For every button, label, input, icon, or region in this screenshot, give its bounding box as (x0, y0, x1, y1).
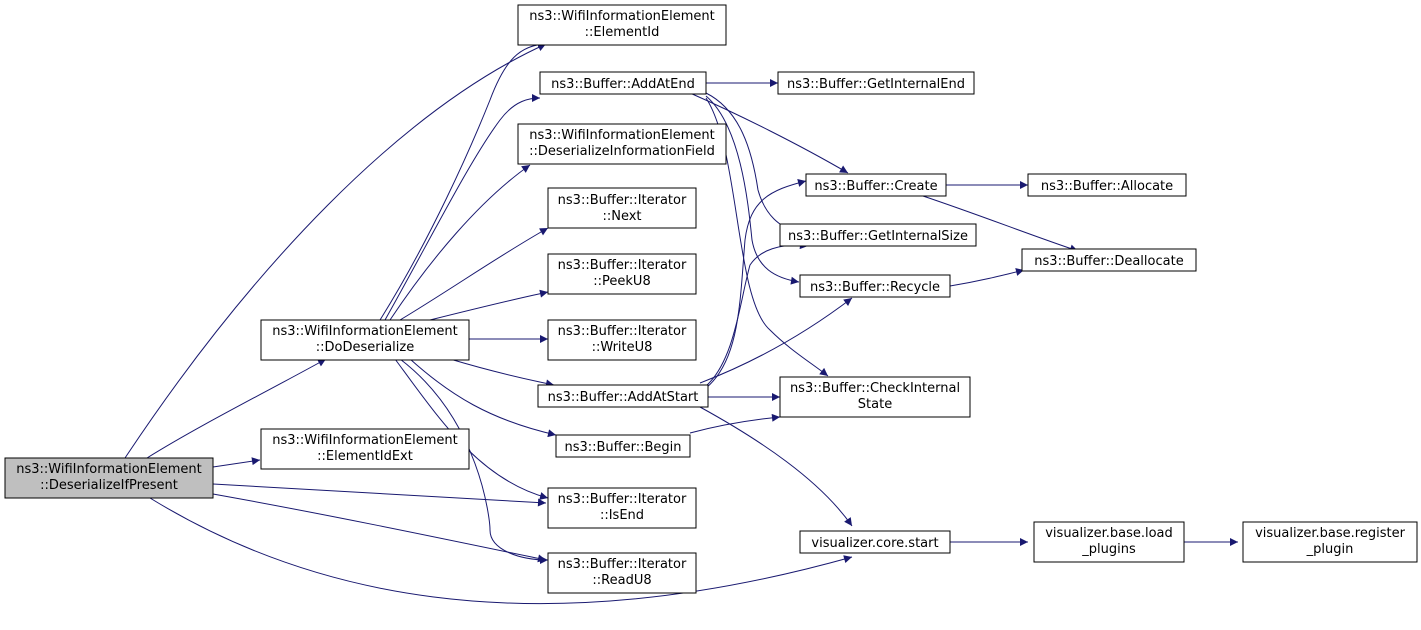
node-buffer-check-internal-state[interactable]: ns3::Buffer::CheckInternal State (779, 376, 971, 418)
edge-dodeser-peeku8 (429, 289, 549, 321)
node-label-line: ::ElementId (585, 25, 660, 40)
node-label-line: ns3::Buffer::GetInternalEnd (787, 77, 965, 92)
edge-dodeser-addatstart (449, 358, 555, 388)
node-label-line: ::IsEnd (600, 508, 644, 523)
node-buffer-add-at-end[interactable]: ns3::Buffer::AddAtEnd (539, 71, 707, 95)
node-label-line: ns3::Buffer::Allocate (1041, 179, 1173, 194)
node-buffer-add-at-start[interactable]: ns3::Buffer::AddAtStart (537, 384, 709, 408)
edge-dodeser-next (399, 227, 549, 321)
edge-root-isend (212, 483, 547, 507)
node-label-line: visualizer.core.start (811, 536, 938, 551)
node-label-line: ns3::Buffer::AddAtEnd (551, 77, 695, 92)
node-element-id-ext[interactable]: ns3::WifiInformationElement ::ElementIdE… (260, 428, 470, 470)
edge-root-elementid (124, 43, 547, 459)
node-label-line: ::Next (602, 209, 641, 224)
node-do-deserialize[interactable]: ns3::WifiInformationElement ::DoDeserial… (260, 319, 470, 361)
node-iterator-write-u8[interactable]: ns3::Buffer::Iterator ::WriteU8 (547, 319, 697, 361)
node-visualizer-base-register-plugin[interactable]: visualizer.base.register _plugin (1242, 521, 1418, 563)
node-iterator-peek-u8[interactable]: ns3::Buffer::Iterator ::PeekU8 (547, 253, 697, 295)
node-label-line: State (858, 397, 892, 412)
node-deserialize-if-present[interactable]: ns3::WifiInformationElement ::Deserializ… (4, 457, 214, 499)
edge-addatstart-create (705, 179, 807, 389)
edge-recycle-deallocate (949, 268, 1025, 287)
node-label-line: ns3::WifiInformationElement (16, 462, 202, 477)
node-label-line: ::ElementIdExt (317, 449, 413, 464)
node-buffer-recycle[interactable]: ns3::Buffer::Recycle (799, 274, 951, 298)
node-label-line: ns3::Buffer::Create (814, 179, 937, 194)
node-iterator-next[interactable]: ns3::Buffer::Iterator ::Next (547, 187, 697, 229)
node-iterator-read-u8[interactable]: ns3::Buffer::Iterator ::ReadU8 (547, 552, 697, 594)
node-buffer-allocate[interactable]: ns3::Buffer::Allocate (1027, 173, 1187, 197)
node-label-line: ns3::Buffer::Recycle (810, 280, 940, 295)
node-label-line: visualizer.base.register (1255, 526, 1406, 541)
node-label-line: ::WriteU8 (592, 340, 653, 355)
node-label-line: ns3::Buffer::AddAtStart (548, 390, 699, 405)
node-label-line: ns3::Buffer::Iterator (558, 258, 687, 273)
edge-dodeser-readu8 (399, 358, 549, 564)
node-label-line: _plugins (1081, 542, 1136, 557)
node-label-line: ns3::Buffer::Deallocate (1034, 254, 1183, 269)
node-label-line: ns3::WifiInformationElement (529, 9, 715, 24)
edge-begin-checkinternal (689, 413, 781, 434)
edge-root-readu8 (212, 493, 547, 563)
node-label-line: ns3::WifiInformationElement (272, 324, 458, 339)
node-label-line: ns3::Buffer::Iterator (558, 324, 687, 339)
node-label-line: visualizer.base.load (1045, 526, 1173, 541)
node-label-line: ::PeekU8 (593, 274, 650, 289)
node-buffer-deallocate[interactable]: ns3::Buffer::Deallocate (1021, 248, 1197, 272)
edge-addatend-recycle (705, 95, 800, 285)
node-buffer-get-internal-end[interactable]: ns3::Buffer::GetInternalEnd (777, 71, 975, 95)
node-buffer-create[interactable]: ns3::Buffer::Create (805, 173, 947, 197)
node-label-line: ns3::Buffer::Iterator (558, 557, 687, 572)
node-label-line: ns3::Buffer::Iterator (558, 492, 687, 507)
node-label-line: ns3::Buffer::CheckInternal (790, 381, 960, 396)
edge-root-elementidext (212, 457, 261, 468)
edge-root-dodeser (146, 358, 327, 459)
node-buffer-get-internal-size[interactable]: ns3::Buffer::GetInternalSize (779, 223, 977, 247)
node-label-line: ns3::Buffer::Iterator (558, 193, 687, 208)
node-label-line: ::DeserializeInformationField (529, 144, 715, 159)
node-buffer-begin[interactable]: ns3::Buffer::Begin (555, 434, 691, 458)
node-element-id[interactable]: ns3::WifiInformationElement ::ElementId (517, 4, 727, 46)
node-iterator-is-end[interactable]: ns3::Buffer::Iterator ::IsEnd (547, 487, 697, 529)
node-label-line: ns3::Buffer::GetInternalSize (788, 229, 968, 244)
node-label-line: ns3::Buffer::Begin (564, 440, 681, 455)
edge-create-deallocate (919, 194, 1079, 253)
edge-addatstart-recycle (699, 297, 853, 384)
node-label-line: _plugin (1306, 542, 1354, 557)
node-visualizer-core-start[interactable]: visualizer.core.start (799, 530, 951, 554)
node-label-line: ns3::WifiInformationElement (529, 128, 715, 143)
edge-dodeser-addatend (384, 94, 541, 321)
edge-addatstart-corestart (699, 406, 853, 527)
node-visualizer-base-load-plugins[interactable]: visualizer.base.load _plugins (1033, 521, 1185, 563)
node-label-line: ::DeserializeIfPresent (40, 478, 178, 493)
edge-dodeser-elementid (379, 40, 547, 321)
edge-dodeser-begin (409, 358, 557, 438)
edge-dodeser-deserinfo (389, 164, 531, 321)
node-label-line: ::ReadU8 (592, 573, 651, 588)
node-label-line: ::DoDeserialize (316, 340, 414, 355)
node-label-line: ns3::WifiInformationElement (272, 433, 458, 448)
node-deserialize-information-field[interactable]: ns3::WifiInformationElement ::Deserializ… (517, 123, 727, 165)
edge-root-corestart (149, 497, 853, 605)
edge-addatstart-getinternalsize (705, 241, 809, 387)
